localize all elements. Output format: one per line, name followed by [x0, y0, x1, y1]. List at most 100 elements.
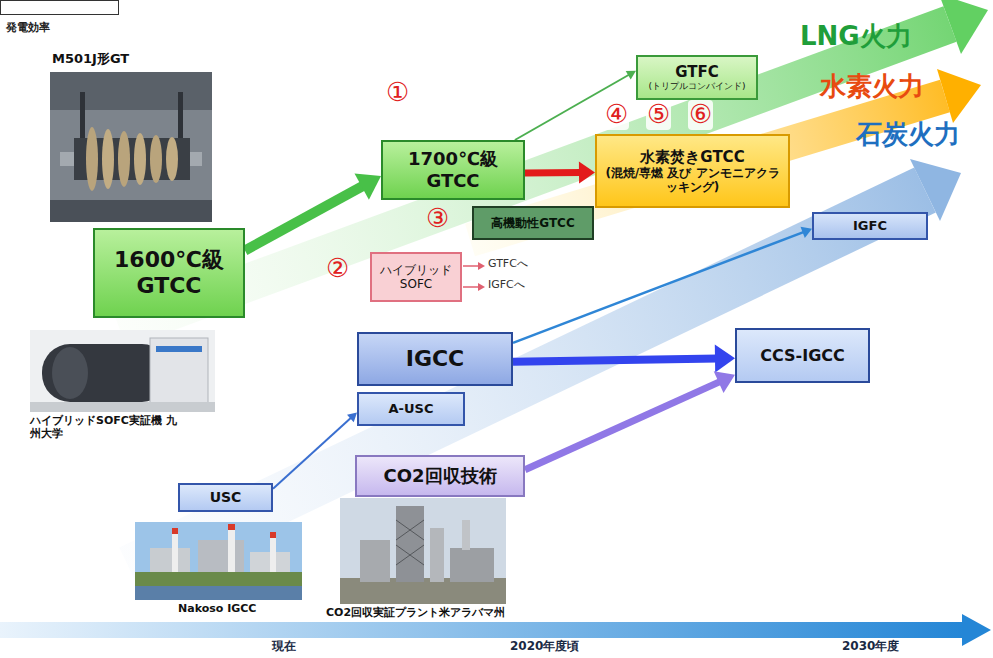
co2-plant-photo-part	[396, 520, 424, 540]
arrow-shaft	[273, 418, 351, 489]
photo-caption: M501J形GT	[52, 52, 129, 67]
timeline-bar-part	[0, 622, 964, 638]
category-label: 水素火力	[820, 72, 924, 102]
box-title: GTFC	[675, 63, 719, 81]
flow-arrow	[273, 412, 357, 488]
sofc-photo	[30, 330, 215, 412]
flow-arrow	[525, 162, 595, 184]
process-box: USC	[178, 483, 273, 512]
category-label: LNG火力	[800, 22, 912, 52]
co2-plant-photo-part	[396, 545, 424, 565]
timeline-label: 2020年度頃	[510, 640, 579, 654]
gas-turbine-photo-part	[150, 135, 162, 183]
nakoso-plant-photo-part	[270, 532, 276, 538]
box-title: A-USC	[389, 401, 434, 417]
sofc-photo-part	[30, 330, 215, 412]
box-title: ハイブリッド SOFC	[376, 263, 456, 292]
coal-trend-arrow	[130, 159, 961, 570]
gas-turbine-photo-part	[50, 72, 212, 222]
flow-arrow	[513, 227, 812, 343]
nakoso-plant-photo-part	[135, 586, 302, 600]
box-title: CO2回収技術	[383, 465, 496, 487]
co2-plant-photo-part	[360, 540, 390, 582]
arrow-shaft	[525, 169, 581, 176]
sofc-side-arrows-part	[463, 265, 478, 267]
arrow-head	[355, 173, 382, 199]
process-box: ハイブリッド SOFC	[370, 252, 462, 302]
flow-arrow	[525, 371, 735, 470]
sofc-photo-part	[156, 346, 202, 352]
arrow-head	[714, 371, 735, 393]
box-title: USC	[210, 489, 242, 506]
gas-turbine-photo-part	[118, 131, 130, 187]
callout-number: ③	[426, 204, 449, 234]
gas-turbine-photo-part	[50, 72, 212, 110]
process-box: IGFC	[812, 212, 928, 240]
process-box: IGCC	[357, 332, 513, 386]
gas-turbine-photo-part	[86, 127, 98, 191]
box-title: 水素焚きGTCC	[640, 148, 744, 166]
process-box: CCS-IGCC	[735, 328, 870, 383]
timeline-bar-part	[962, 614, 991, 646]
process-box: 高機動性GTCC	[472, 206, 594, 240]
category-label: 石炭火力	[856, 120, 960, 150]
box-body: (混焼/専燃 及び アンモニアクラッキング)	[601, 166, 784, 195]
process-box: 水素焚きGTCC(混焼/専燃 及び アンモニアクラッキング)	[595, 134, 790, 208]
co2-plant-photo-part	[396, 506, 424, 582]
nakoso-plant-photo-part	[135, 572, 302, 586]
lng-trend-arrow-part	[939, 0, 988, 54]
box-title: IGFC	[853, 218, 887, 234]
process-box: 1600℃級 GTCC	[93, 228, 245, 318]
gas-turbine-photo-part	[50, 200, 212, 222]
nakoso-plant-photo-part	[135, 522, 302, 600]
gas-turbine-photo	[50, 72, 212, 222]
gas-turbine-photo-part	[102, 129, 114, 189]
nakoso-plant-photo-part	[172, 528, 178, 572]
sofc-side-arrows-part	[463, 286, 478, 288]
branch-label: IGFCへ	[488, 279, 525, 292]
nakoso-plant-photo-part	[150, 548, 190, 572]
process-box: A-USC	[357, 392, 465, 426]
process-box: 1700℃級 GTCC	[381, 140, 525, 200]
branch-label: GTFCへ	[488, 258, 528, 271]
arrow-shaft	[515, 75, 630, 141]
lng-trend-arrow	[120, 0, 988, 330]
nakoso-plant-photo	[135, 522, 302, 600]
co2-plant-photo-part	[430, 528, 444, 582]
photo-caption: Nakoso IGCC	[178, 603, 256, 616]
sofc-photo-part	[30, 402, 215, 412]
arrow-head	[347, 412, 357, 422]
arrow-shaft	[245, 185, 365, 251]
process-box: GTFC(トリプルコンバインド)	[636, 55, 758, 100]
flow-arrow	[245, 173, 381, 250]
box-title: 高機動性GTCC	[491, 216, 574, 230]
arrow-shaft	[513, 232, 804, 343]
process-box: CO2回収技術	[355, 455, 525, 497]
nakoso-plant-photo-part	[228, 524, 235, 530]
nakoso-plant-photo-part	[270, 532, 276, 572]
box-body: (トリプルコンバインド)	[648, 81, 745, 92]
corner-box	[1, 1, 119, 15]
timeline-label: 現在	[272, 640, 296, 654]
arrow-head	[579, 162, 595, 184]
nakoso-plant-photo-part	[228, 524, 235, 572]
sofc-side-arrows-part	[478, 283, 485, 291]
co2-plant-photo-part	[396, 520, 424, 540]
arrow-head	[801, 227, 813, 238]
sofc-side-arrows	[463, 262, 485, 291]
callout-number: ②	[326, 254, 349, 284]
co2-plant-photo	[340, 498, 506, 604]
box-title: CCS-IGCC	[760, 346, 845, 365]
co2-plant-photo-part	[450, 548, 494, 582]
hydrogen-trend-arrow-part	[470, 96, 945, 240]
gas-turbine-photo-part	[134, 133, 146, 185]
callout-number: ①	[386, 78, 409, 108]
co2-plant-photo-part	[396, 545, 424, 565]
timeline-label: 2030年度	[842, 640, 899, 654]
flow-arrow	[513, 345, 735, 373]
hydrogen-trend-arrow-part	[937, 69, 981, 123]
callout-number: ⑥	[688, 100, 713, 130]
box-title: 1600℃級 GTCC	[113, 247, 225, 300]
